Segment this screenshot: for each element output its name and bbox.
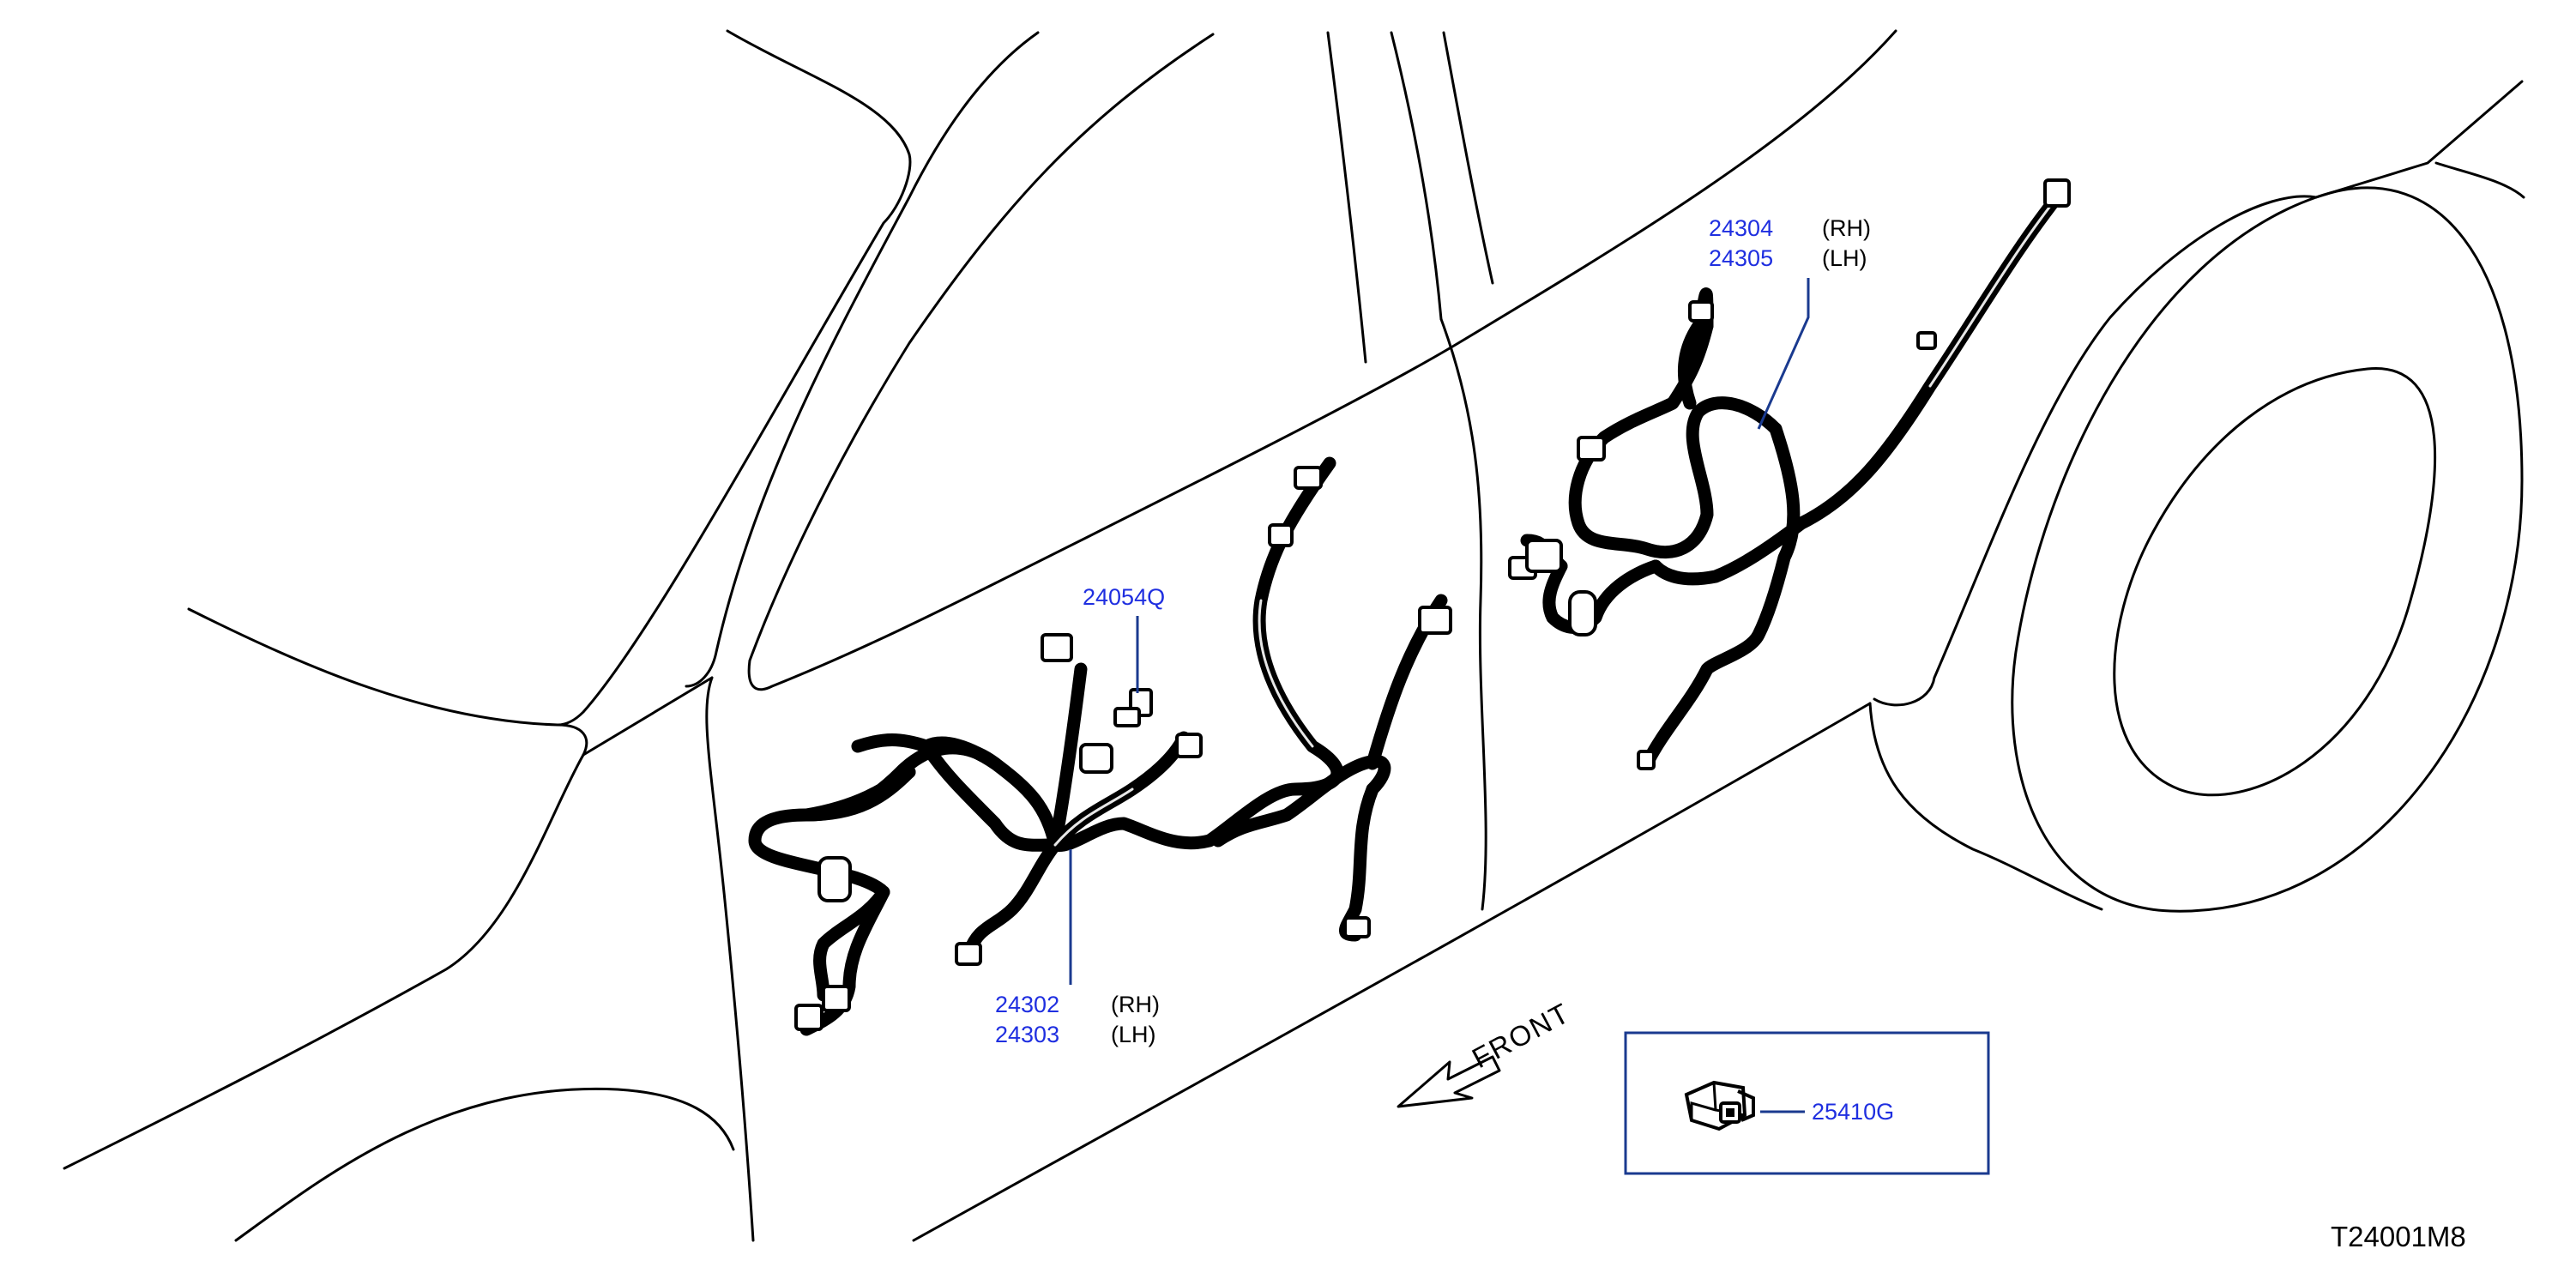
vehicle-outline: [63, 29, 2525, 1242]
front-harness-right-branch: [1211, 754, 1391, 848]
diagram-code: T24001M8: [2331, 1221, 2466, 1252]
inset-panel: 25410G: [1624, 1031, 1990, 1175]
b-pillar-line-2: [1390, 31, 1443, 321]
b-pillar-line-1: [1326, 31, 1367, 364]
rear-harness-highlight: [1688, 191, 2062, 662]
rear-connector-bottom: [1637, 750, 1656, 770]
front-connector-bottom-left-1: [794, 1004, 823, 1031]
front-harness-lower-left: [748, 765, 916, 1002]
rear-connector-left-upper: [1577, 436, 1606, 462]
front-connector-top-1: [1294, 466, 1323, 490]
belt-line: [993, 29, 1897, 585]
front-harness-up: [1048, 662, 1088, 852]
front-connector-left-lower: [955, 942, 982, 966]
windshield-inner: [685, 31, 1040, 688]
rear-connector-grommet: [1568, 590, 1597, 636]
rear-harness-right-drop: [1640, 422, 1801, 770]
front-connector-bottom-left-2: [822, 985, 851, 1012]
rear-harness-lower-left: [1542, 559, 1662, 635]
part-number-24305: 24305: [1709, 245, 1773, 271]
front-harness-down: [962, 838, 1062, 959]
hood-edge: [187, 607, 588, 757]
front-connector-mid-right: [1175, 733, 1203, 758]
front-direction-indicator: FRONT: [1397, 996, 1576, 1108]
side-label-rh-front: (RH): [1111, 992, 1160, 1017]
side-label-lh-rear: (LH): [1822, 245, 1867, 271]
front-connector-upper-left: [1041, 633, 1073, 662]
rear-quarter-top: [2314, 80, 2524, 199]
front-fender-edge: [63, 753, 585, 1170]
front-connector-right: [1418, 606, 1452, 635]
rear-harness-loop: [1568, 319, 1783, 559]
part-number-24302: 24302: [995, 992, 1059, 1017]
rear-wheel-arch: [1868, 195, 2318, 911]
cowl-line: [582, 676, 714, 757]
leader-rear-harness: [1757, 278, 1810, 430]
side-label-lh-front: (LH): [1111, 1022, 1156, 1047]
rear-connector-clip: [1916, 331, 1937, 350]
front-harness-main: [851, 456, 1344, 852]
rear-connector-top: [1688, 300, 1714, 323]
part-number-24304: 24304: [1709, 215, 1773, 241]
clip-25410g-icon: [1684, 1080, 1755, 1131]
front-arrow-icon: [1397, 1055, 1501, 1108]
rear-connector-left-mount: [1525, 539, 1563, 573]
front-harness-vertical: [1339, 782, 1379, 942]
windshield-outer: [556, 29, 912, 727]
part-number-25410g: 25410G: [1812, 1099, 1894, 1125]
rear-tyre-outer: [2011, 186, 2524, 913]
rear-tyre-inner: [2113, 367, 2436, 797]
rear-connector-top-right: [2043, 178, 2071, 208]
part-number-24303: 24303: [995, 1022, 1059, 1047]
front-wheel-arch: [234, 1087, 735, 1242]
front-door-harness: [748, 456, 1452, 1036]
front-connector-bottom-right: [1343, 916, 1371, 938]
front-label: FRONT: [1467, 996, 1576, 1074]
b-pillar-line-3: [1442, 31, 1494, 285]
front-connector-mid: [1079, 743, 1113, 774]
front-connector-left-grommet: [817, 856, 852, 902]
rocker-line: [912, 702, 1872, 1242]
door-split-line: [1439, 317, 1487, 911]
inset-frame: [1624, 1031, 1990, 1175]
rear-quarter-line: [2434, 161, 2525, 199]
clip-24054q-base: [1113, 707, 1141, 727]
a-pillar-lower: [705, 676, 755, 1242]
rear-door-harness: [1508, 178, 2071, 770]
side-label-rh-rear: (RH): [1822, 215, 1871, 241]
a-pillar-edge: [747, 33, 1215, 691]
front-connector-top-2: [1268, 523, 1294, 547]
part-number-24054q: 24054Q: [1083, 584, 1165, 610]
front-harness-highlight: [1053, 599, 1314, 847]
